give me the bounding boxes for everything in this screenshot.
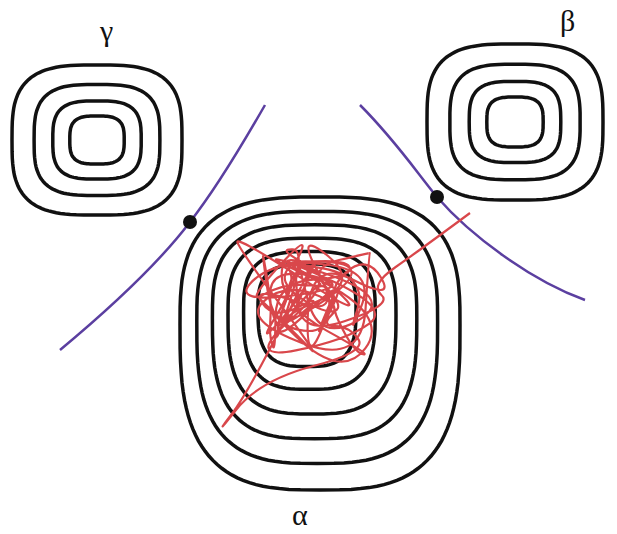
saddle-point (430, 190, 444, 204)
contour-line (70, 116, 124, 164)
contour-line (487, 97, 543, 147)
contour-lines (12, 44, 603, 490)
contour-line (469, 81, 561, 162)
separatrix (360, 105, 585, 300)
contour-line (427, 44, 603, 200)
separatrix (60, 105, 265, 350)
contour-line (53, 101, 141, 179)
well-label: β (560, 6, 575, 36)
contour-line (450, 64, 580, 179)
trajectory (223, 213, 470, 426)
well-label: α (292, 500, 308, 530)
contour-line (212, 225, 416, 439)
contour-line (180, 197, 460, 490)
well-label: γ (100, 16, 113, 46)
saddle-point (183, 215, 197, 229)
contour-line (34, 85, 160, 196)
trajectory-path (223, 213, 470, 426)
contour-line (12, 65, 182, 215)
